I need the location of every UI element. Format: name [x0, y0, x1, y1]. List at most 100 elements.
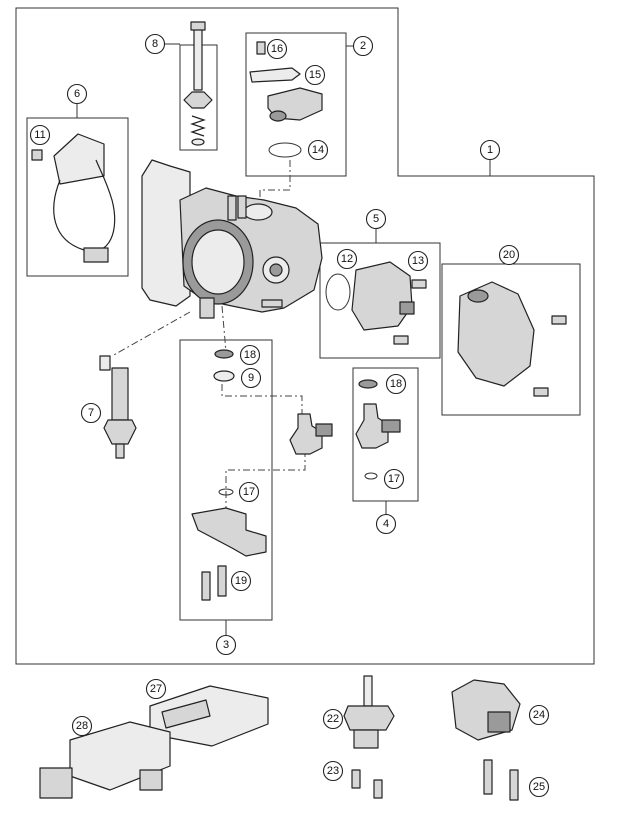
sensor-5-body: [351, 261, 413, 331]
sensor-22-shaft: [363, 675, 373, 707]
svg-text:7: 7: [88, 407, 94, 419]
group-box-2: [245, 32, 347, 177]
svg-text:19: 19: [235, 575, 247, 587]
svg-text:17: 17: [243, 486, 255, 498]
throttle-body-sensor-hub: [269, 263, 283, 277]
spring: [190, 115, 206, 137]
callout-17a: 17: [238, 481, 260, 503]
callout-12: 12: [336, 248, 358, 270]
control-unit-28-socket: [139, 769, 163, 791]
svg-text:20: 20: [503, 249, 515, 261]
callout-7: 7: [80, 402, 102, 424]
sensor-24: [451, 679, 521, 741]
assembly-line-9: [221, 384, 303, 414]
callout-20: 20: [498, 244, 520, 266]
bracket-plate: [53, 133, 105, 185]
spark-plug-body: [111, 367, 129, 421]
injector-set-4: [355, 379, 401, 480]
svg-text:9: 9: [248, 372, 254, 384]
sensor-cover-lug: [467, 289, 489, 303]
injector-holder: [191, 507, 267, 557]
svg-text:2: 2: [360, 40, 366, 52]
o-ring-14: [268, 142, 302, 158]
svg-text:1: 1: [487, 144, 493, 156]
callout-2: 2: [352, 35, 374, 57]
screws-23: [351, 769, 383, 799]
svg-text:18: 18: [390, 378, 402, 390]
control-unit-27-connector: [161, 699, 211, 729]
injector-3-plug: [315, 423, 333, 437]
sensor-22-plug: [353, 729, 379, 749]
bolt-19b: [217, 565, 227, 597]
assembly-line-sensor: [259, 160, 291, 208]
sensor-22: [343, 675, 395, 749]
spark-plug-thread: [115, 443, 125, 459]
assembly-line-injector: [225, 450, 306, 508]
callout-8: 8: [144, 33, 166, 55]
callout-18a: 18: [239, 344, 261, 366]
callout-27: 27: [145, 678, 167, 700]
bracket-cable: [53, 159, 116, 252]
callout-19: 19: [230, 570, 252, 592]
callout-24: 24: [528, 704, 550, 726]
bolt-25a: [483, 759, 493, 795]
callout-14: 14: [307, 139, 329, 161]
bolt-19a: [201, 571, 211, 601]
callout-17b: 17: [383, 468, 405, 490]
callout-13: 13: [407, 250, 429, 272]
svg-text:22: 22: [327, 713, 339, 725]
injector-set-3: [191, 349, 333, 601]
callout-4: 4: [375, 513, 397, 535]
sensor-cover-20: [457, 281, 567, 397]
group-box-5: [319, 242, 441, 359]
callout-23: 23: [322, 760, 344, 782]
screw-23a: [351, 769, 361, 789]
svg-text:16: 16: [271, 43, 283, 55]
sensor-24-plug: [487, 711, 511, 733]
callout-25: 25: [528, 776, 550, 798]
svg-text:18: 18: [244, 349, 256, 361]
screw-5-lower: [393, 335, 409, 345]
svg-text:24: 24: [533, 709, 545, 721]
callout-6: 6: [66, 83, 88, 105]
svg-text:5: 5: [373, 213, 379, 225]
lever-15: [249, 67, 301, 83]
svg-text:14: 14: [312, 144, 324, 156]
control-unit-28: [39, 721, 171, 799]
o-ring-17a: [218, 488, 234, 496]
assembly-line-plug: [111, 311, 191, 357]
sensor-5-plug: [399, 301, 415, 315]
svg-text:8: 8: [152, 38, 158, 50]
svg-text:4: 4: [383, 518, 389, 530]
spark-plug-7: [99, 355, 137, 459]
screw-16: [256, 41, 266, 55]
bolt-spring-set-8: [183, 21, 213, 146]
assembly-line-throttle-to-injector: [221, 305, 227, 353]
screw-11: [31, 149, 43, 161]
svg-text:3: 3: [223, 639, 229, 651]
callout-5: 5: [365, 208, 387, 230]
screw-20-upper: [551, 315, 567, 325]
long-bolt: [193, 27, 203, 91]
callout-11: 11: [29, 124, 51, 146]
callout-22: 22: [322, 708, 344, 730]
svg-text:17: 17: [388, 473, 400, 485]
svg-text:13: 13: [412, 255, 424, 267]
o-ring-12: [325, 273, 351, 311]
bracket-foot: [83, 247, 109, 263]
svg-text:28: 28: [76, 720, 88, 732]
control-unit-28-plug: [39, 767, 73, 799]
callout-3: 3: [215, 634, 237, 656]
bolts-25: [483, 759, 519, 801]
callout-16: 16: [266, 38, 288, 60]
spring-seat: [191, 138, 205, 146]
svg-text:25: 25: [533, 781, 545, 793]
washer-9: [213, 370, 235, 382]
bracket-set-6: [31, 133, 116, 263]
throttle-sensor-set-2: [249, 41, 323, 158]
sensor-22-body: [343, 705, 395, 731]
spark-plug-terminal: [99, 355, 111, 371]
svg-text:27: 27: [150, 683, 162, 695]
